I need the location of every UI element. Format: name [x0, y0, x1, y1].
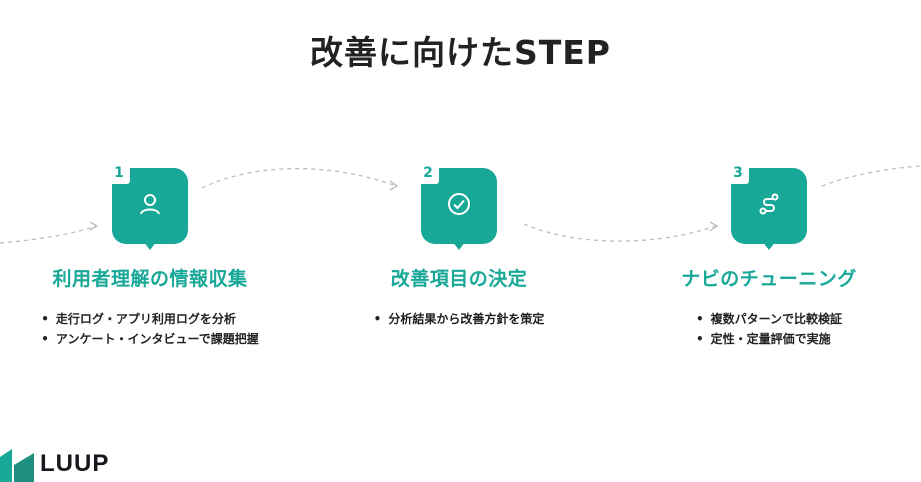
- arrowhead-2-3: [709, 221, 719, 232]
- bullet-item: 走行ログ・アプリ利用ログを分析: [41, 309, 258, 329]
- step-2: 2 改善項目の決定 分析結果から改善方針を策定: [309, 162, 609, 329]
- luup-logo: LUUP: [0, 445, 109, 482]
- bullet-item: 分析結果から改善方針を策定: [374, 309, 544, 329]
- bullet-item: 複数パターンで比較検証: [696, 309, 842, 329]
- step-2-badge: 2: [417, 162, 497, 252]
- step-heading: 利用者理解の情報収集: [52, 268, 248, 290]
- arrowhead-left: [89, 221, 99, 231]
- luup-logo-mark: [0, 449, 34, 482]
- check-circle-icon: [446, 191, 472, 221]
- step-3-badge: 3: [727, 162, 807, 252]
- connector-right: [821, 165, 921, 187]
- step-number: 1: [108, 162, 130, 184]
- step-bullets: 走行ログ・アプリ利用ログを分析 アンケート・インタビューで課題把握: [41, 309, 259, 349]
- step-bullets: 分析結果から改善方針を策定: [374, 309, 544, 329]
- connector-left: [0, 225, 97, 244]
- bullet-item: 定性・定量評価で実施: [696, 329, 842, 349]
- step-number: 3: [727, 162, 749, 184]
- step-1-badge: 1: [108, 162, 188, 252]
- page-title: 改善に向けたSTEP: [309, 33, 611, 72]
- route-icon: [756, 191, 782, 221]
- person-icon: [137, 191, 163, 221]
- step-heading: ナビのチューニング: [681, 268, 857, 290]
- step-number: 2: [417, 162, 439, 184]
- step-heading: 改善項目の決定: [390, 268, 528, 290]
- step-1: 1 利用者理解の情報収集 走行ログ・アプリ利用ログを分析 アンケート・インタビュ…: [0, 162, 300, 349]
- step-bullets: 複数パターンで比較検証 定性・定量評価で実施: [696, 309, 842, 349]
- logo-text: LUUP: [40, 449, 110, 477]
- step-3: 3 ナビのチューニング 複数パターンで比較検証 定性・定量評価で実施: [619, 162, 919, 349]
- connector-1-2: [201, 167, 397, 189]
- connector-2-3: [523, 223, 717, 242]
- bullet-item: アンケート・インタビューで課題把握: [41, 329, 259, 349]
- arrowhead-1-2: [389, 180, 399, 191]
